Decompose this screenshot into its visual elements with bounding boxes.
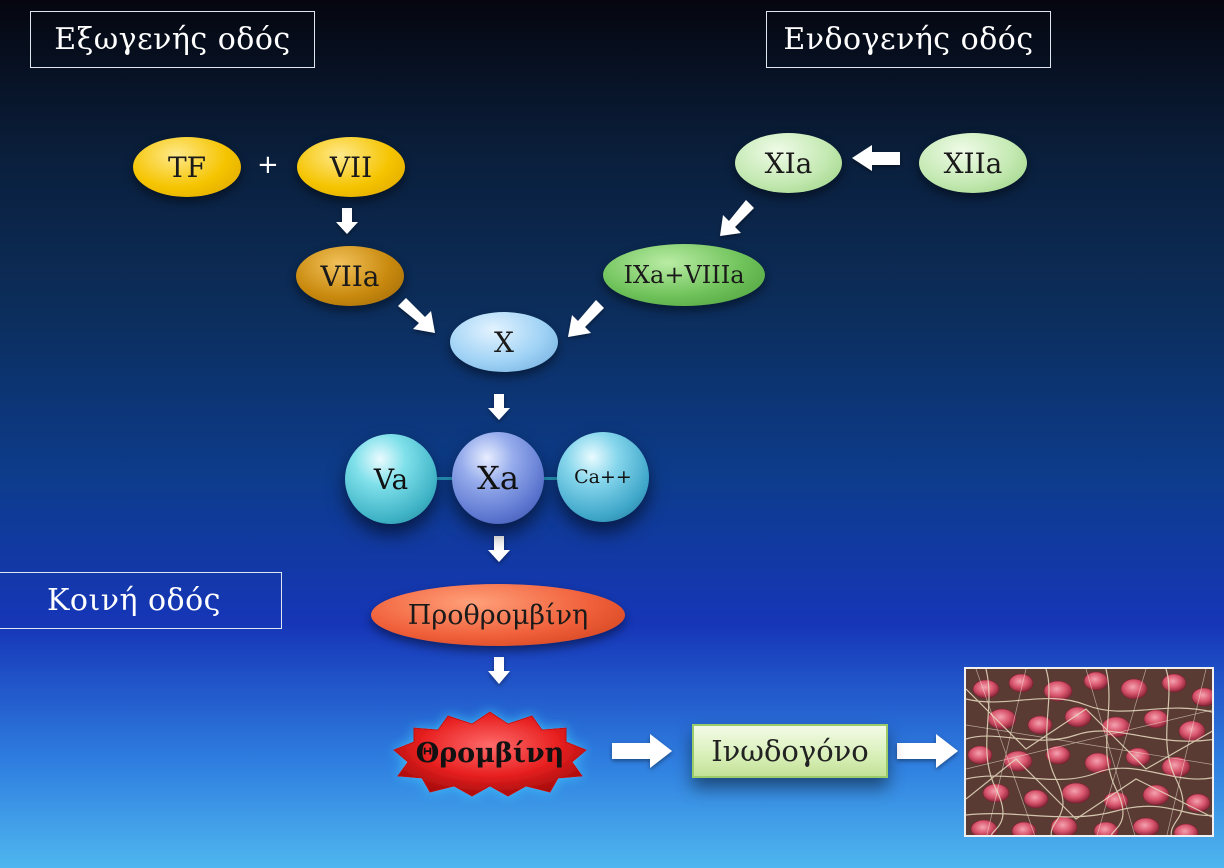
factor-xia: XIa — [735, 133, 842, 193]
arrow-xa-to-prothrombin — [488, 536, 510, 562]
thrombin-label: Θρομβίνη — [415, 737, 565, 769]
factor-tf: TF — [133, 137, 241, 197]
factor-tf-label: TF — [167, 150, 207, 184]
extrinsic-pathway-text: Εξωγενής οδός — [54, 22, 291, 57]
thrombin: Θρομβίνη — [390, 710, 590, 797]
arrow-thrombin-to-fibrinogen — [612, 734, 672, 768]
arrow-prothrombin-to-thrombin — [488, 657, 510, 684]
clot-micrograph — [966, 669, 1212, 835]
factor-xiia: XIIa — [919, 133, 1027, 193]
thrombin-burst — [393, 711, 587, 797]
factor-x: X — [450, 312, 558, 372]
factor-va-label: Va — [373, 462, 409, 496]
intrinsic-pathway-label: Ενδογενής οδός — [766, 11, 1051, 68]
extrinsic-pathway-label: Εξωγενής οδός — [30, 11, 315, 68]
arrow-viia-to-x — [398, 298, 435, 333]
factor-viia-label: VIIa — [320, 259, 380, 293]
factor-xia-label: XIa — [764, 146, 813, 180]
factor-va: Va — [345, 434, 437, 524]
factor-x-label: X — [494, 325, 514, 359]
fibrin-clot-image — [964, 667, 1214, 837]
fibrinogen-label: Ινωδογόνο — [711, 734, 869, 768]
factor-vii: VII — [297, 137, 405, 197]
factor-viia: VIIa — [296, 246, 404, 306]
factor-xa: Xa — [452, 432, 544, 524]
arrow-xia-to-ixa — [720, 200, 754, 236]
arrow-fibrinogen-to-clot — [897, 734, 958, 768]
arrow-x-to-xa — [488, 394, 510, 420]
common-pathway-text: Κοινή οδός — [47, 583, 221, 618]
factor-vii-label: VII — [329, 150, 373, 184]
arrow-vii-to-viia — [336, 208, 358, 234]
factor-ca: Ca++ — [557, 432, 649, 522]
arrow-ixa-to-x — [568, 300, 604, 337]
intrinsic-pathway-text: Ενδογενής οδός — [783, 22, 1034, 57]
arrow-xiia-to-xia — [852, 145, 900, 171]
common-pathway-label: Κοινή οδός — [0, 572, 282, 629]
fibrinogen: Ινωδογόνο — [692, 724, 888, 778]
plus-sign: + — [257, 150, 279, 180]
factor-ca-label: Ca++ — [574, 466, 632, 488]
factor-ixa-viiia: IXa+VIIIa — [603, 244, 765, 306]
prothrombin-label: Προθρομβίνη — [407, 599, 589, 631]
factor-ixa-viiia-label: IXa+VIIIa — [623, 261, 745, 289]
prothrombin: Προθρομβίνη — [371, 584, 625, 646]
factor-xa-label: Xa — [477, 459, 519, 497]
factor-xiia-label: XIIa — [943, 146, 1003, 180]
